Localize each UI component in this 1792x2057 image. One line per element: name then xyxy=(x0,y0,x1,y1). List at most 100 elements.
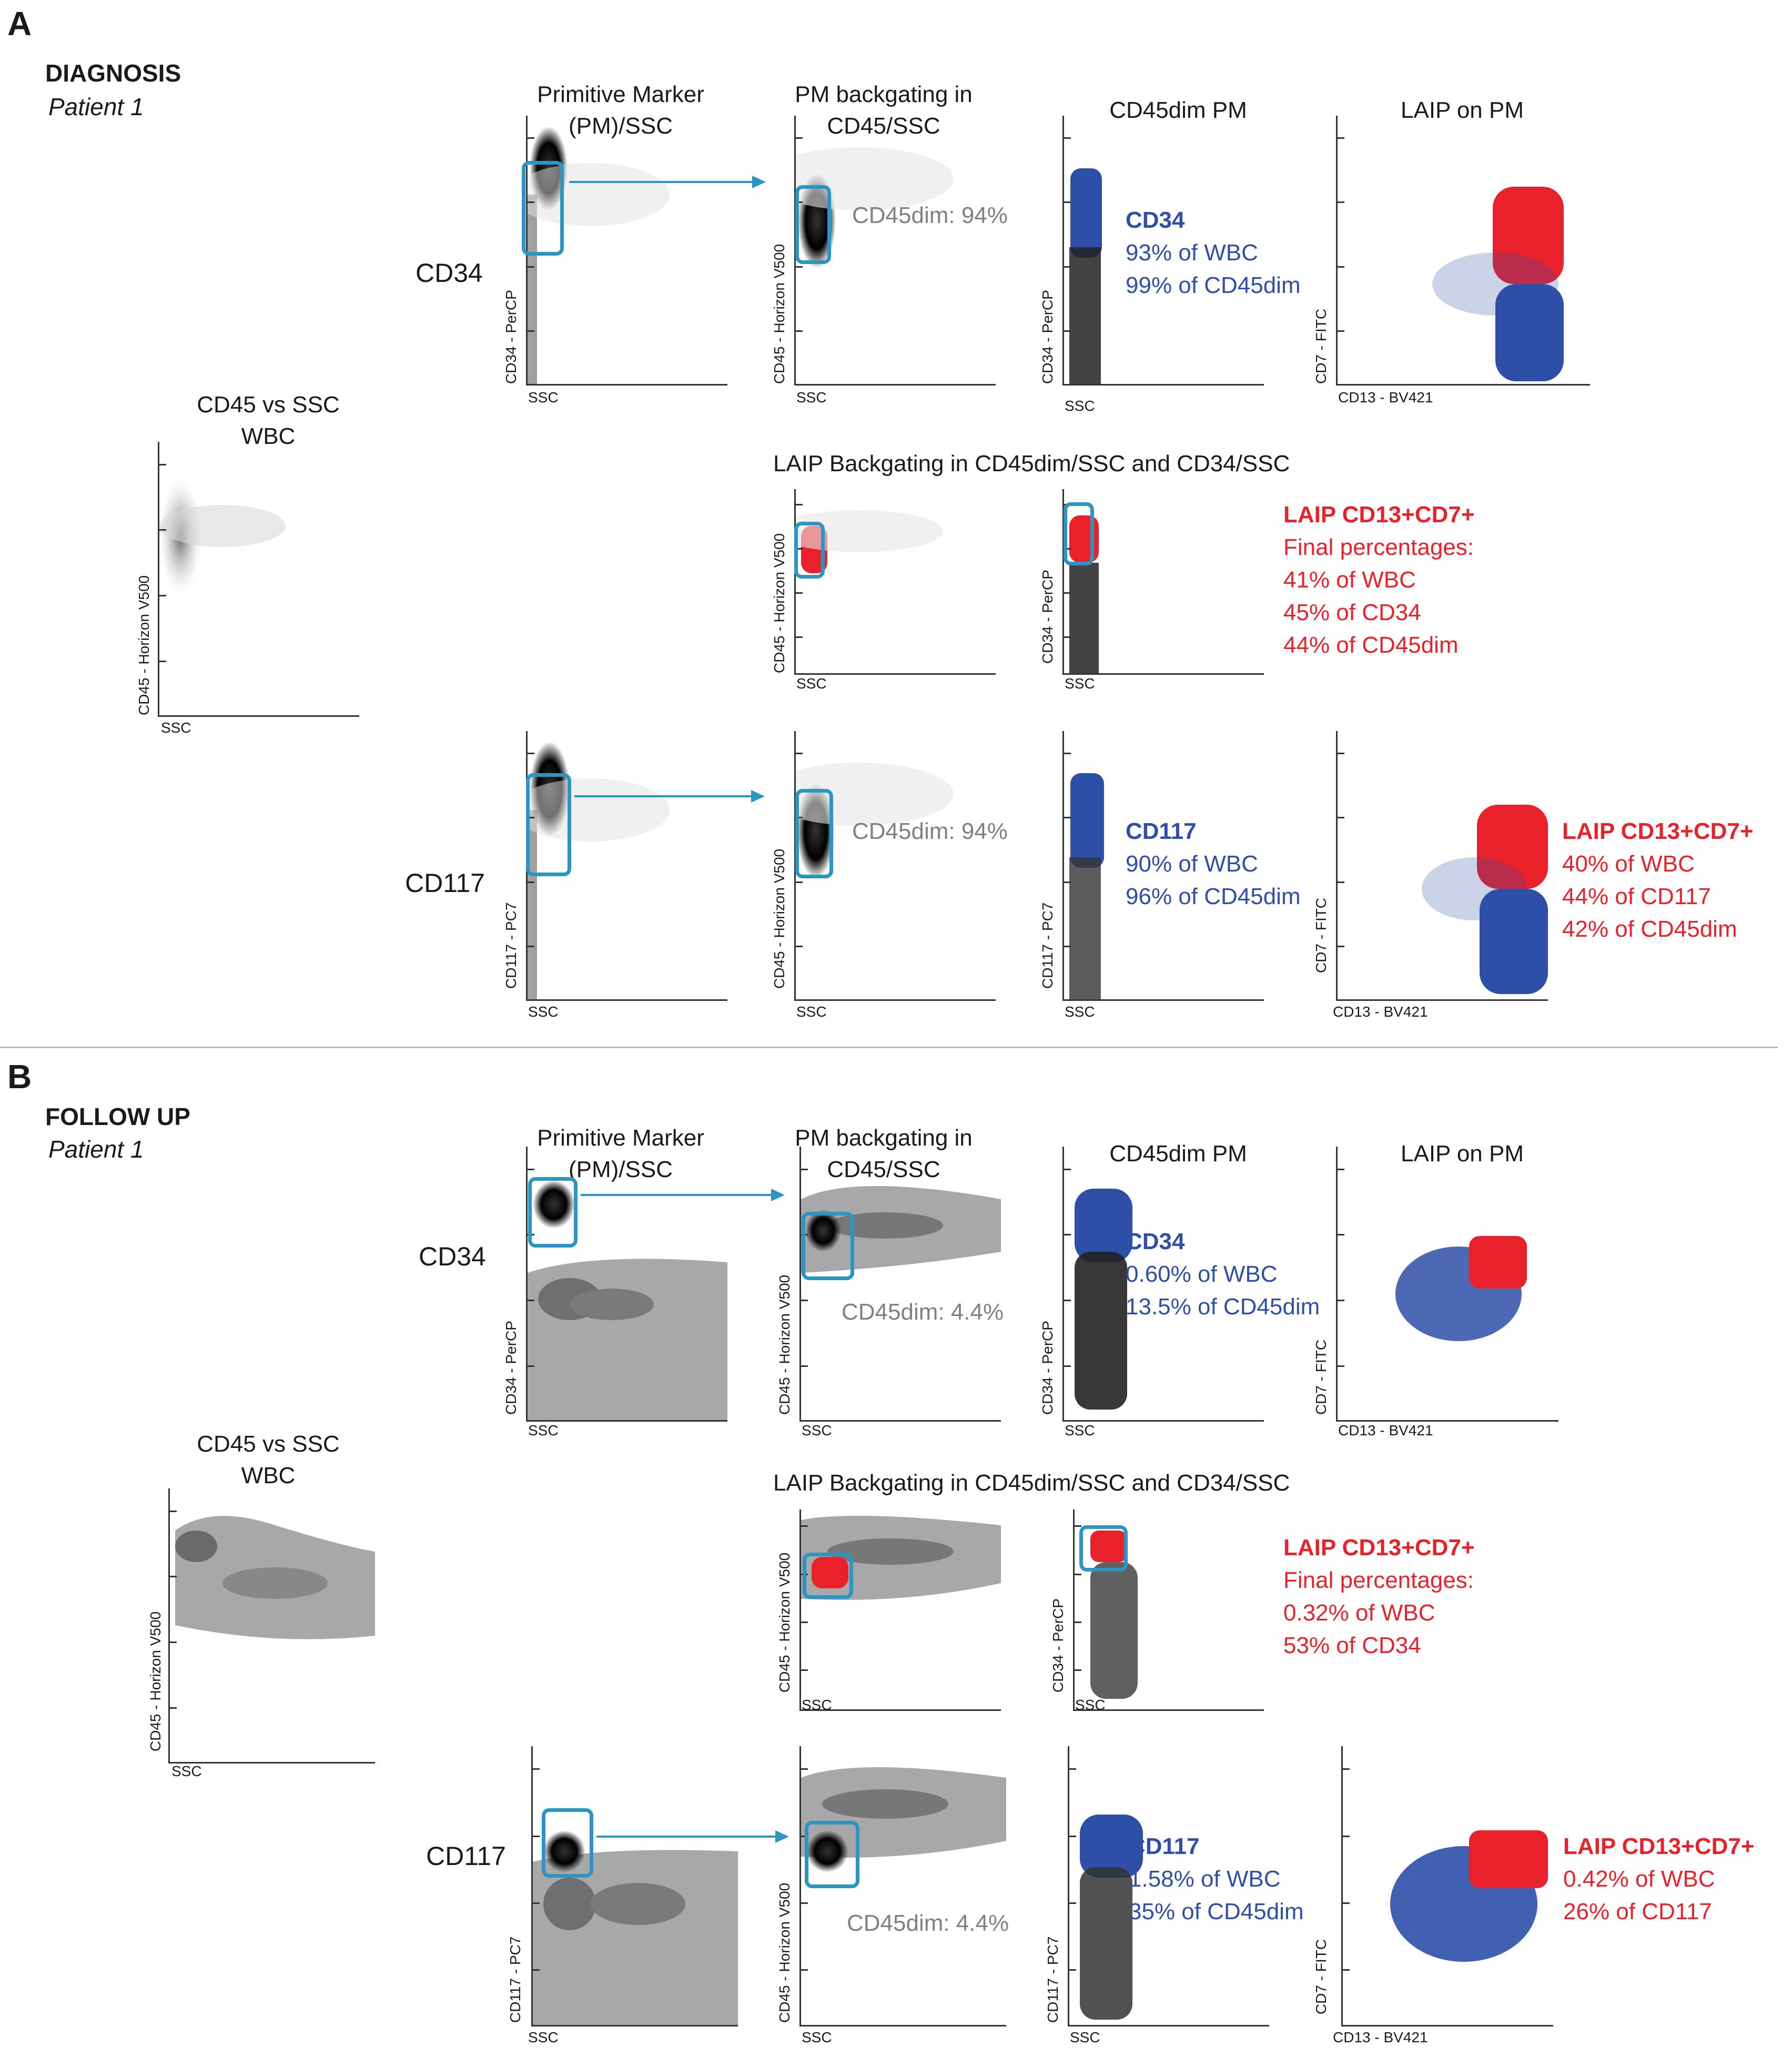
axis-tick xyxy=(528,330,534,332)
axis-tick xyxy=(1338,1169,1344,1170)
axis-x-b-laip-bg-cd45: SSC xyxy=(802,1697,832,1713)
plot-b-laip-bg-cd34 xyxy=(1073,1509,1264,1711)
axis-tick xyxy=(801,1169,808,1170)
axis-y-a-cd117-dim: CD117 - PC7 xyxy=(1039,902,1056,989)
axis-tick xyxy=(528,201,534,203)
plot-b-cd34-bg xyxy=(799,1147,1001,1422)
axis-tick xyxy=(1338,330,1344,332)
axis-y-b-laip-bg-cd45: CD45 - Horizon V500 xyxy=(776,1552,793,1693)
axis-tick xyxy=(1064,946,1071,947)
col-title-cd45dim: CD45dim PM xyxy=(1109,97,1247,123)
axis-tick xyxy=(801,1300,808,1301)
plot-b-wbc xyxy=(168,1488,375,1764)
blue-text-b-cd117: CD117 1.58% of WBC 35% of CD45dim xyxy=(1129,1833,1304,1924)
axis-tick xyxy=(1064,592,1071,594)
cd45dim-b-cd34: CD45dim: 4.4% xyxy=(842,1299,1004,1325)
col-title-b-pm: Primitive Marker(PM)/SSC xyxy=(537,1125,704,1182)
axis-tick xyxy=(1338,137,1344,139)
axis-tick xyxy=(1343,1969,1350,1971)
gate-b-cd117-bg xyxy=(805,1821,859,1888)
axis-tick xyxy=(801,1768,808,1770)
gate-a-laip-bg-cd45 xyxy=(794,522,825,579)
axis-x-b-cd117-laip: CD13 - BV421 xyxy=(1333,2029,1428,2045)
gate-a-laip-bg-cd34 xyxy=(1064,502,1094,565)
axis-tick xyxy=(1338,1234,1344,1235)
axis-tick xyxy=(1064,1169,1071,1170)
axis-y-b-cd34-dim: CD34 - PerCP xyxy=(1039,1321,1056,1415)
axis-y-b-cd34-pm: CD34 - PerCP xyxy=(503,1321,519,1415)
axis-x-a-wbc: SSC xyxy=(161,720,191,736)
axis-y-a-cd34-pm: CD34 - PerCP xyxy=(503,290,519,384)
axis-y-b-cd117-pm: CD117 - PC7 xyxy=(507,1936,523,2023)
plot-a-cd34-bg xyxy=(794,116,996,386)
axis-tick xyxy=(1064,137,1071,139)
axis-tick xyxy=(1338,946,1344,947)
cd45dim-a-cd34: CD45dim: 94% xyxy=(852,202,1008,228)
axis-tick xyxy=(1075,1525,1081,1527)
gate-a-cd117-bg xyxy=(795,789,833,878)
axis-tick xyxy=(1069,1768,1076,1770)
axis-y-b-cd34-bg: CD45 - Horizon V500 xyxy=(776,1274,793,1415)
axis-x-b-cd117-bg: SSC xyxy=(802,2029,832,2045)
axis-tick xyxy=(801,1669,808,1671)
axis-tick xyxy=(796,504,803,505)
axis-tick xyxy=(796,817,803,818)
plot-a-cd117-laip xyxy=(1336,731,1548,1001)
axis-tick xyxy=(1338,817,1344,818)
arrow-b-cd34 xyxy=(581,1189,785,1201)
axis-tick xyxy=(159,529,166,531)
plot-a-cd34-dim xyxy=(1062,116,1264,386)
axis-y-a-cd34-dim: CD34 - PerCP xyxy=(1039,290,1056,384)
axis-tick xyxy=(528,817,534,818)
axis-tick xyxy=(1064,266,1071,268)
plot-b-cd117-pm xyxy=(531,1746,738,2026)
axis-tick xyxy=(1069,1969,1076,1971)
panel-b-title: FOLLOW UP xyxy=(45,1103,190,1130)
axis-x-b-cd34-pm: SSC xyxy=(528,1422,559,1438)
axis-x-a-cd117-bg: SSC xyxy=(796,1004,827,1020)
red-text-b-cd117: LAIP CD13+CD7+ 0.42% of WBC 26% of CD117 xyxy=(1563,1833,1755,1924)
axis-tick xyxy=(159,595,166,596)
cd45dim-b-cd117: CD45dim: 4.4% xyxy=(847,1910,1009,1936)
axis-x-a-cd34-bg: SSC xyxy=(796,389,827,406)
axis-tick xyxy=(170,1511,177,1512)
panel-b-patient: Patient 1 xyxy=(48,1136,144,1163)
axis-tick xyxy=(1064,753,1071,754)
arrow-b-cd117 xyxy=(596,1830,789,1843)
axis-tick xyxy=(1069,1902,1076,1904)
row-label-cd117: CD117 xyxy=(405,868,485,898)
axis-tick xyxy=(801,1836,808,1837)
arrow-a-cd34 xyxy=(569,176,766,188)
axis-tick xyxy=(1338,753,1344,754)
axis-tick xyxy=(1075,1669,1081,1671)
axis-y-b-laip-bg-cd34: CD34 - PerCP xyxy=(1050,1598,1066,1693)
axis-x-a-cd117-dim: SSC xyxy=(1065,1004,1095,1020)
axis-tick xyxy=(528,266,534,268)
axis-y-a-cd34-bg: CD45 - Horizon V500 xyxy=(771,244,787,384)
axis-tick xyxy=(1064,1234,1071,1235)
axis-x-a-laip-bg-cd45: SSC xyxy=(796,675,827,692)
panel-b-letter: B xyxy=(7,1058,32,1096)
blue-text-b-cd34: CD34 0.60% of WBC 13.5% of CD45dim xyxy=(1126,1229,1320,1320)
gate-a-cd34-pm xyxy=(522,161,564,256)
gate-b-laip-bg-cd45 xyxy=(803,1553,853,1599)
red-text-a-cd117: LAIP CD13+CD7+ 40% of WBC 44% of CD117 4… xyxy=(1562,818,1754,942)
panel-a-title: DIAGNOSIS xyxy=(45,59,181,87)
axis-x-a-cd117-laip: CD13 - BV421 xyxy=(1333,1004,1428,1020)
laip-backgating-title-b: LAIP Backgating in CD45dim/SSC and CD34/… xyxy=(773,1470,1290,1496)
axis-tick xyxy=(528,1365,534,1367)
blue-text-a-cd117: CD117 90% of WBC 96% of CD45dim xyxy=(1126,818,1301,909)
axis-tick xyxy=(533,1768,540,1770)
axis-tick xyxy=(1069,1836,1076,1837)
axis-tick xyxy=(533,1902,540,1904)
axis-tick xyxy=(796,592,803,594)
gate-a-cd117-pm xyxy=(526,773,571,876)
axis-tick xyxy=(528,881,534,883)
axis-tick xyxy=(1075,1574,1081,1575)
axis-y-b-cd34-laip: CD7 - FITC xyxy=(1313,1339,1329,1415)
panel-a-letter: A xyxy=(7,5,32,43)
axis-tick xyxy=(1343,1768,1350,1770)
